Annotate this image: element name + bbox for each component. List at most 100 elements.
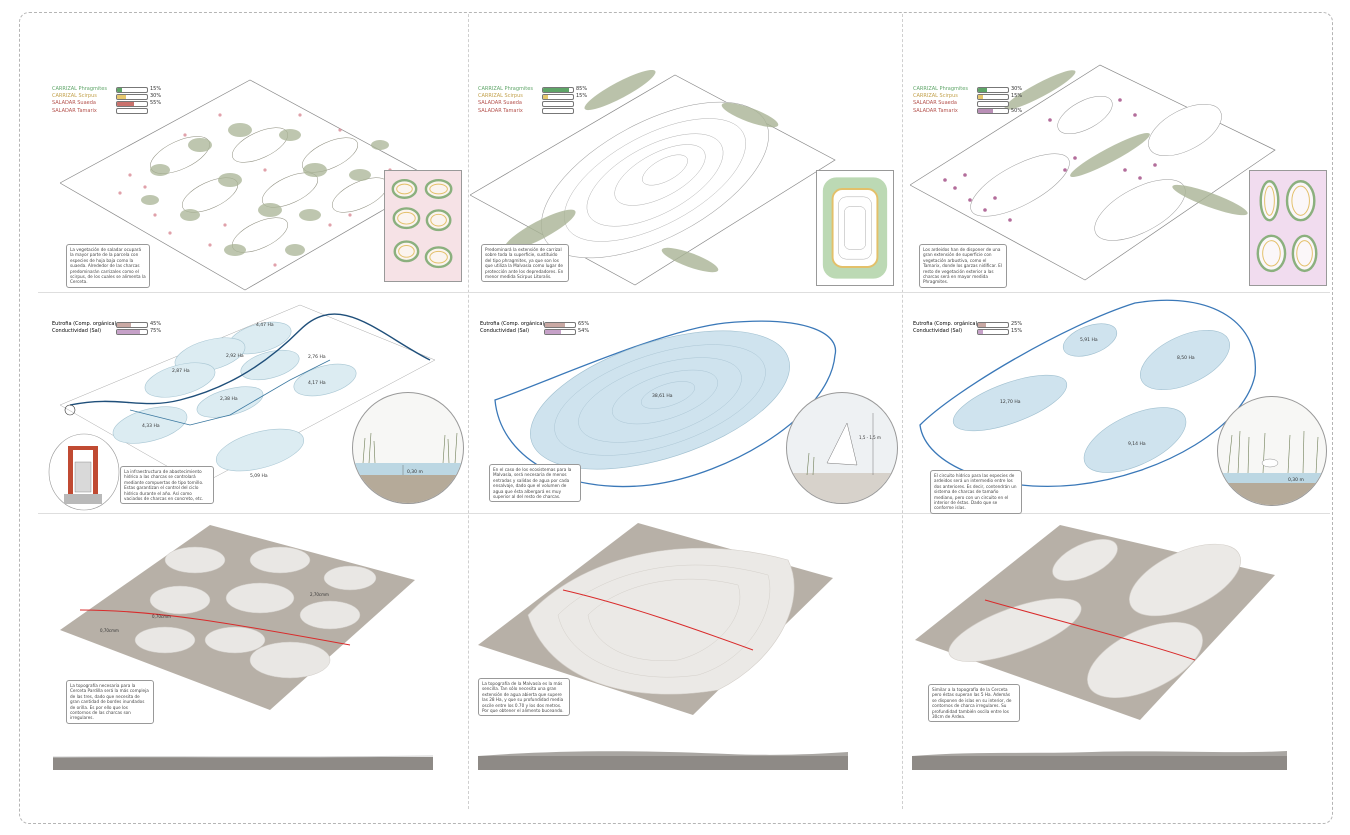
section-detail-circle: 0,30 m	[352, 392, 464, 504]
section-detail-circle: 0,30 m	[1217, 396, 1327, 506]
legend-label: CARRIZAL Phragmites	[478, 86, 533, 93]
legend-bar	[116, 86, 148, 93]
legend-bar	[542, 93, 574, 100]
area-label: 2,92 Ha	[226, 353, 244, 359]
legend-bar	[977, 93, 1009, 100]
legend-value: 85%	[576, 86, 588, 93]
depth-label: 0,30 m	[1288, 477, 1304, 483]
vegetation-axonometric	[470, 70, 836, 286]
column-divider	[902, 14, 903, 809]
elevation-label: 2,70cmm	[310, 592, 329, 597]
water-circuit-axonometric: 4,47 Ha 2,92 Ha 2,76 Ha 2,87 Ha 4,17 Ha …	[60, 304, 436, 486]
vegetation-note: La vegetación de saladar ocupará la mayo…	[66, 244, 150, 288]
legend-value: 25%	[1011, 321, 1023, 328]
legend-value: 15%	[1011, 328, 1023, 335]
legend-label: CARRIZAL Scirpus	[913, 93, 958, 100]
water-note: El circuito hídrico para las especies de…	[930, 470, 1022, 514]
area-label: 2,87 Ha	[172, 368, 190, 374]
legend-row: CARRIZAL Scirpus 30%	[52, 93, 161, 100]
legend-bar	[542, 100, 574, 107]
legend-label: Eutrofia (Comp. orgánica)	[52, 321, 117, 328]
legend-bar	[116, 93, 148, 100]
legend-value: 30%	[1011, 86, 1023, 93]
vegetation-axonometric	[60, 79, 436, 291]
legend-bar	[977, 328, 1009, 335]
legend-label: Conductividad (Sal)	[52, 328, 102, 335]
legend-label: SALADAR Suaeda	[913, 100, 957, 107]
vegetation-note: Los ardeidos han de disponer de una gran…	[919, 244, 1007, 288]
legend-bar	[542, 86, 574, 93]
legend-bar	[116, 100, 148, 107]
area-label: 8,50 Ha	[1177, 355, 1195, 361]
legend-row: CARRIZAL Scirpus 15%	[913, 93, 1022, 100]
vegetation-plan	[1249, 170, 1327, 286]
legend-row: Conductividad (Sal) 54%	[480, 328, 589, 335]
terrain-section	[478, 751, 848, 770]
legend-label: SALADAR Suaeda	[52, 100, 96, 107]
legend-label: SALADAR Tamarix	[478, 107, 523, 114]
legend-value: 54%	[578, 328, 590, 335]
legend-label: Eutrofia (Comp. orgánica)	[913, 321, 978, 328]
terrain-section	[912, 751, 1287, 770]
legend-bar	[544, 328, 576, 335]
legend-bar	[544, 321, 576, 328]
topography-model	[915, 525, 1275, 720]
water-circuit-axonometric: 5,91 Ha 8,50 Ha 12,70 Ha 9,14 Ha	[919, 299, 1256, 487]
legend-row: SALADAR Suaeda	[478, 100, 587, 107]
vegetation-note: Predominará la extensión de carrizal sob…	[481, 244, 569, 283]
legend-bar	[116, 328, 148, 335]
legend-label: SALADAR Tamarix	[52, 107, 97, 114]
section-detail-circle: 1,5 - 1,5 m	[786, 392, 898, 504]
vegetation-plan	[816, 170, 894, 286]
legend-bar	[542, 108, 574, 115]
legend-value: 30%	[150, 93, 162, 100]
legend-row: SALADAR Tamarix	[478, 108, 587, 115]
topography-note: La topografía de la Malvasía es la más s…	[478, 678, 570, 717]
depth-label: 1,5 - 1,5 m	[859, 435, 881, 440]
legend-label: Conductividad (Sal)	[480, 328, 530, 335]
elevation-label: 0,70cmm	[100, 628, 119, 633]
topography-note: Similar a la topografía de la Cerceta pe…	[928, 684, 1020, 723]
row-divider	[38, 513, 1330, 514]
legend-label: CARRIZAL Scirpus	[52, 93, 97, 100]
legend-row: SALADAR Suaeda 55%	[52, 100, 161, 107]
legend-value: 75%	[150, 328, 162, 335]
legend-row: Eutrofia (Comp. orgánica)45%	[52, 321, 161, 328]
vegetation-plan	[384, 170, 462, 282]
area-label: 4,47 Ha	[256, 322, 274, 328]
legend-value: 15%	[1011, 93, 1023, 100]
legend-bar	[977, 321, 1009, 328]
legend-label: Eutrofia (Comp. orgánica)	[480, 321, 545, 328]
depth-label: 0,30 m	[407, 469, 423, 475]
sluice-gate-detail	[48, 433, 120, 511]
legend-row: Conductividad (Sal) 15%	[913, 328, 1022, 335]
legend-value: 50%	[1011, 107, 1023, 114]
board-frame	[19, 12, 1333, 824]
legend-bar	[116, 108, 148, 115]
area-label: 4,33 Ha	[142, 423, 160, 429]
legend-label: SALADAR Suaeda	[478, 100, 522, 107]
area-label: 4,17 Ha	[308, 380, 326, 386]
legend-row: CARRIZAL Phragmites 15%	[52, 86, 161, 93]
area-label: 9,14 Ha	[1128, 441, 1146, 447]
topography-note: La topografía necesaria para la Cerceta …	[66, 680, 154, 724]
area-label: 2,76 Ha	[308, 354, 326, 360]
legend-label: CARRIZAL Phragmites	[52, 86, 107, 93]
elevation-label: 0,70cmm	[152, 614, 171, 619]
area-label: 38,61 Ha	[652, 393, 673, 399]
water-note: La infraestructura de abastecimiento híd…	[120, 466, 214, 505]
legend-row: Eutrofia (Comp. orgánica) 25%	[913, 321, 1022, 328]
legend-value: 15%	[150, 86, 162, 93]
topography-model	[478, 523, 833, 715]
legend-row: CARRIZAL Phragmites 85%	[478, 86, 587, 93]
terrain-section	[53, 755, 433, 770]
legend-label: Conductividad (Sal)	[913, 328, 963, 335]
legend-value: 55%	[150, 100, 162, 107]
legend-row: Eutrofia (Comp. orgánica)65%	[480, 321, 589, 328]
vegetation-legend: CARRIZAL Phragmites 15% CARRIZAL Scirpus 3…	[52, 86, 161, 115]
